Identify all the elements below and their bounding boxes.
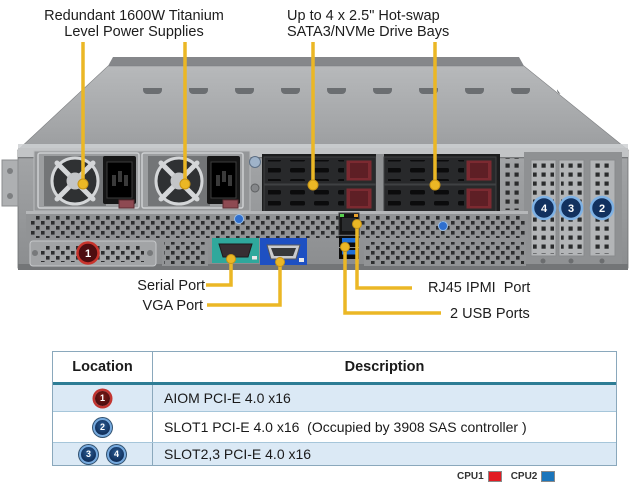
callout-lines: [81, 42, 441, 315]
callout-dots: [77, 178, 441, 267]
logo-badge-icon: [234, 214, 244, 224]
logo-badge-icon: [438, 221, 448, 231]
callout-line-usb: [343, 250, 441, 315]
psu-module-2: [141, 152, 244, 209]
cpu-legend: CPU1 CPU2: [457, 471, 556, 482]
slot-screw-icon: [568, 258, 574, 264]
thumbscrew-icon: [249, 156, 261, 168]
callout-line-vga: [207, 264, 282, 307]
svg-text:4: 4: [541, 203, 548, 215]
psu-module-1: [37, 152, 140, 209]
table-row-slot23: 3 4 SLOT2,3 PCI-E 4.0 x16: [53, 442, 616, 465]
rear-panel-top-strip: [18, 148, 628, 157]
usb-ports: [339, 236, 359, 259]
svg-text:3: 3: [568, 203, 574, 215]
psu2-release-latch: [222, 199, 239, 209]
slot-badge-3: 3: [558, 195, 584, 221]
rear-panel-bottom-lip: [18, 264, 628, 270]
table-header-row: Location Description: [53, 352, 616, 385]
table-header-description: Description: [344, 359, 425, 375]
table-header-location: Location: [53, 352, 153, 382]
ipmi-port-label: RJ45 IPMI Port: [428, 280, 530, 296]
callout-dot: [226, 254, 236, 264]
callout-dot: [340, 242, 350, 252]
location-badge-1: 1: [95, 390, 110, 406]
lid-vents-row2: [102, 88, 572, 110]
lid-front-highlight: [18, 144, 628, 149]
slot-badge-2: 2: [589, 195, 615, 221]
bays-callout-label-line2: SATA3/NVMe Drive Bays: [287, 24, 449, 40]
cpu2-legend-label: CPU2: [510, 471, 538, 482]
drive-bay-group-left: [263, 156, 377, 213]
psu-callout-label-line1: Redundant 1600W Titanium: [44, 8, 224, 24]
slot-screw-icon: [147, 250, 153, 256]
ear-screw-icon: [7, 193, 13, 199]
location-badge-2: 2: [95, 419, 110, 435]
vga-port-label: VGA Port: [143, 298, 203, 314]
power-supply-bay: [33, 150, 261, 212]
callout-dot: [275, 257, 285, 267]
server-rear-figure: 4 3 2: [1, 8, 629, 322]
lid-vents-row1: [143, 70, 527, 80]
rear-io-area: 1: [26, 211, 528, 267]
pcie-slot-table: Location Description 1 AIOM PCI-E 4.0 x1…: [52, 351, 617, 466]
callout-line-ipmi: [355, 227, 412, 290]
pcie-slot-covers: 4 3 2: [524, 152, 622, 264]
svg-text:1: 1: [85, 248, 91, 260]
thumbscrew-icon: [250, 183, 260, 193]
location-badge-4: 4: [109, 446, 124, 462]
slot-screw-icon: [599, 258, 605, 264]
callout-dot: [429, 179, 441, 191]
callout-dot: [307, 179, 319, 191]
hot-swap-drive-bays: [262, 154, 522, 214]
slot-screw-icon: [32, 250, 38, 256]
slot-badge-1: 1: [76, 241, 100, 265]
cpu2-color-swatch: [541, 471, 556, 482]
cpu1-legend-label: CPU1: [457, 471, 484, 482]
psu1-release-latch: [118, 199, 135, 209]
slot-description-slot1: SLOT1 PCI-E 4.0 x16 (Occupied by 3908 SA…: [164, 419, 527, 435]
ear-screw-icon: [7, 168, 13, 174]
table-row-slot1: 2 SLOT1 PCI-E 4.0 x16 (Occupied by 3908 …: [53, 411, 616, 442]
aiom-slot: 1: [29, 240, 157, 267]
location-badge-3: 3: [81, 446, 96, 462]
serial-port-label: Serial Port: [137, 278, 205, 294]
drive-bay-group-right: [383, 156, 497, 213]
slot-screw-icon: [540, 258, 546, 264]
svg-text:2: 2: [599, 203, 605, 215]
callout-dot: [77, 178, 89, 190]
slot-description-slot23: SLOT2,3 PCI-E 4.0 x16: [164, 446, 312, 462]
slot-description-aiom: AIOM PCI-E 4.0 x16: [164, 390, 291, 406]
chassis-lid-back-edge: [108, 57, 524, 66]
psu-callout-label-line2: Level Power Supplies: [64, 24, 203, 40]
cpu1-color-swatch: [487, 471, 502, 482]
callout-line-serial: [206, 261, 233, 287]
rj45-ipmi-port: [338, 212, 360, 236]
table-row-aiom: 1 AIOM PCI-E 4.0 x16: [53, 385, 616, 411]
callout-dot: [179, 178, 191, 190]
callout-dot: [352, 219, 362, 229]
bays-callout-label-line1: Up to 4 x 2.5" Hot-swap: [287, 8, 440, 24]
usb-ports-label: 2 USB Ports: [450, 306, 530, 322]
slot-badge-4: 4: [531, 195, 557, 221]
left-mounting-ear: [1, 159, 19, 207]
